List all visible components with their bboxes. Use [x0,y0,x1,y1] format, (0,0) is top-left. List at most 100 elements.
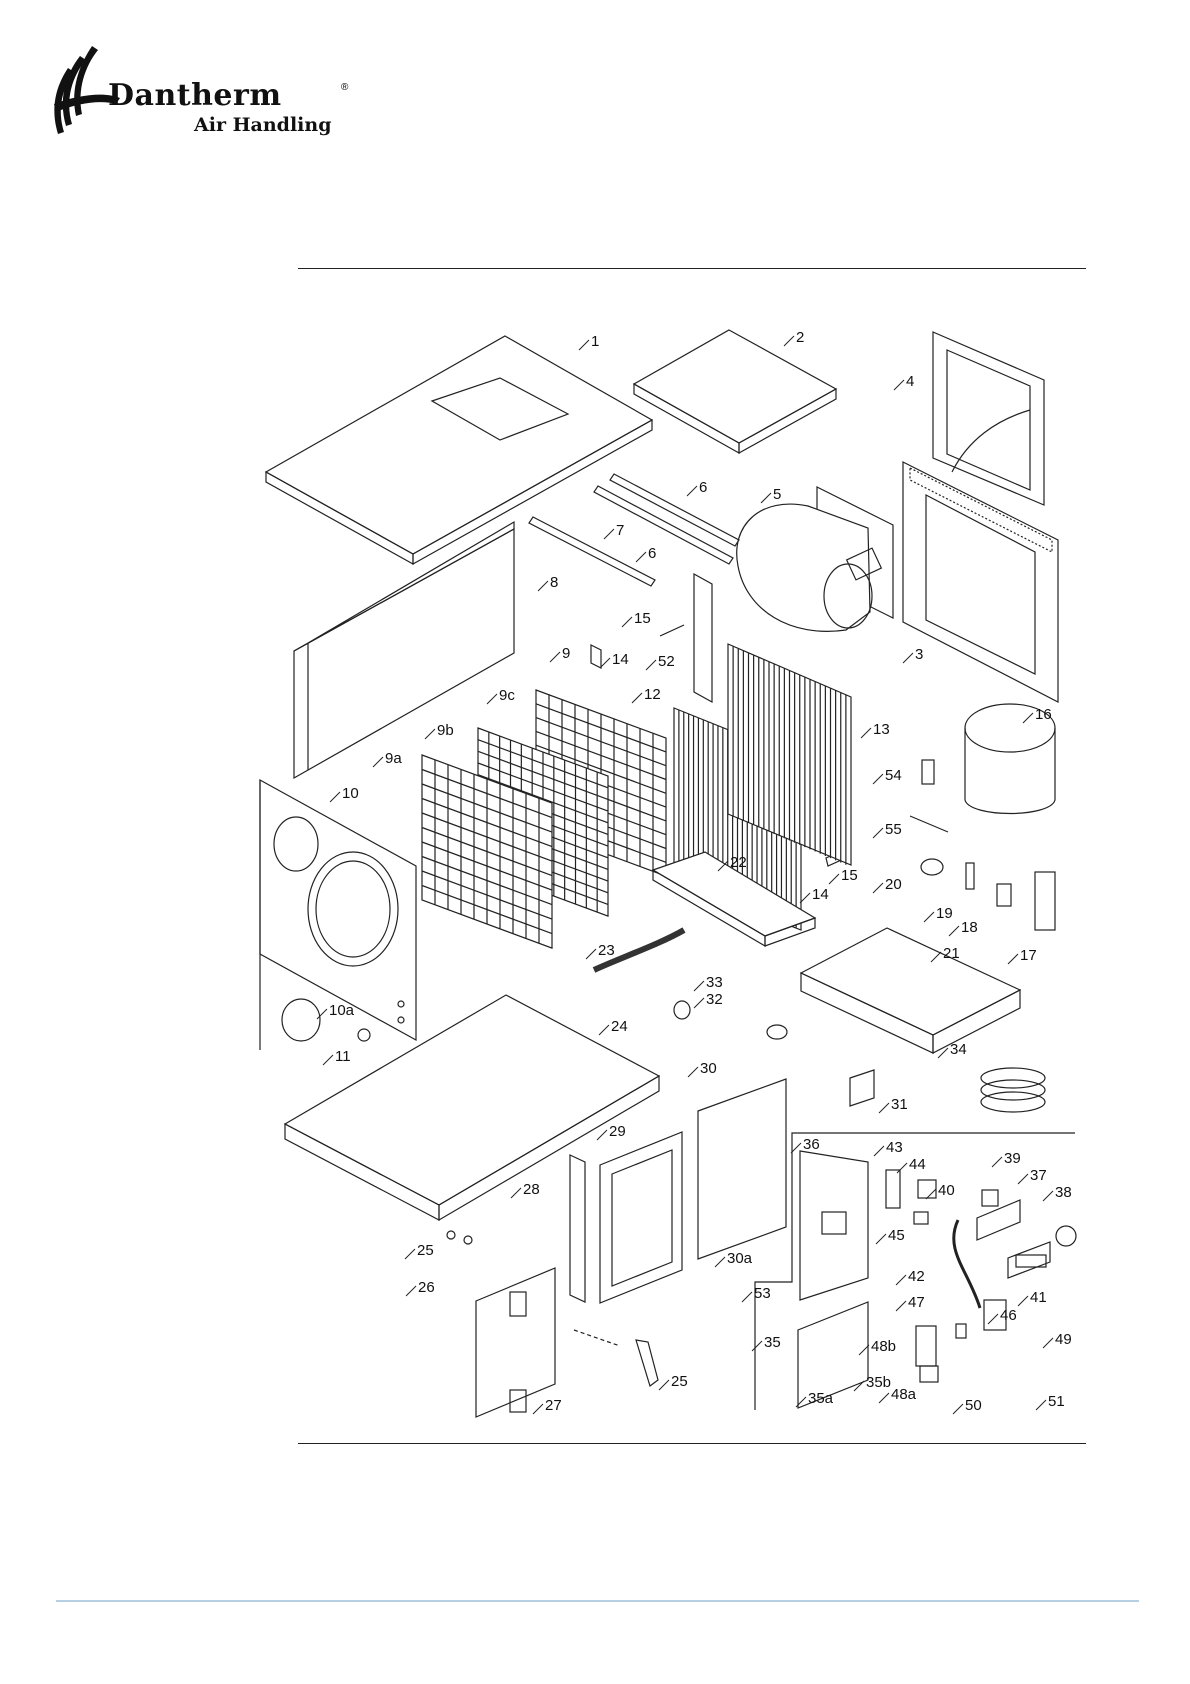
part-side-strip [570,1155,585,1302]
callout-leader [829,874,839,884]
callout-label: 53 [754,1285,771,1302]
callout-label: 15 [841,867,858,884]
callout-label: 1 [591,333,599,350]
part-bracket [694,574,712,702]
part-sensors [674,1001,787,1039]
callout-leader [896,1275,906,1285]
callout-label: 4 [906,373,914,390]
callout-label: 7 [616,522,624,539]
callout-label: 34 [950,1041,967,1058]
part-service-panel [698,1079,786,1259]
callout-label: 30 [700,1060,717,1077]
callout-label: 20 [885,876,902,893]
callout-leader [330,792,340,802]
callout-leader [879,1103,889,1113]
callout-leader [406,1286,416,1296]
callout-leader [511,1188,521,1198]
callout-label: 9 [562,645,570,662]
parts-drawing [260,330,1076,1417]
callout-leader [1018,1174,1028,1184]
callout-label: 48b [871,1338,896,1355]
callout-label: 29 [609,1123,626,1140]
callout-leader [694,998,704,1008]
part-filter-grids [422,690,666,948]
callout-label: 18 [961,919,978,936]
callout-leader [742,1292,752,1302]
callout-leader [533,1404,543,1414]
callout-label: 31 [891,1096,908,1113]
callout-label: 3 [915,646,923,663]
callout-label: 54 [885,767,902,784]
callout-leader [876,1234,886,1244]
callout-leader [874,1146,884,1156]
part-door [476,1268,555,1417]
callout-leader [752,1341,762,1351]
callout-label: 35 [764,1334,781,1351]
callout-label: 49 [1055,1331,1072,1348]
callout-label: 38 [1055,1184,1072,1201]
callout-leader [715,1257,725,1267]
callout-label: 16 [1035,706,1052,723]
callout-label: 14 [812,886,829,903]
callout-label: 23 [598,942,615,959]
callout-label: 17 [1020,947,1037,964]
part-base-plate [801,928,1020,1053]
callout-label: 8 [550,574,558,591]
callout-label: 6 [699,479,707,496]
callout-leader [784,336,794,346]
callout-label: 25 [417,1242,434,1259]
callout-label: 52 [658,653,675,670]
callout-label: 28 [523,1181,540,1198]
callout-leader [538,581,548,591]
callout-leader [894,380,904,390]
callout-leader [425,729,435,739]
callout-leader [873,883,883,893]
callout-leader [323,1055,333,1065]
callout-label: 33 [706,974,723,991]
part-panel-frame [600,1132,682,1303]
callout-label: 40 [938,1182,955,1199]
callout-label: 22 [730,854,747,871]
callout-label: 19 [936,905,953,922]
callout-label: 9c [499,687,515,704]
callout-label: 44 [909,1156,926,1173]
callout-label: 10a [329,1002,355,1019]
callout-leader [861,728,871,738]
callout-leader [636,552,646,562]
callout-label: 24 [611,1018,628,1035]
callout-leader [632,693,642,703]
callout-leader [659,1380,669,1390]
callout-label: 21 [943,945,960,962]
part-grommet-icon [358,1029,370,1041]
callout-label: 48a [891,1386,917,1403]
callout-label: 43 [886,1139,903,1156]
callout-label: 6 [648,545,656,562]
part-valves [910,760,948,832]
callout-label: 14 [612,651,629,668]
callout-label: 41 [1030,1289,1047,1306]
callout-leader [988,1314,998,1324]
callout-leader [1018,1296,1028,1306]
callout-leader [586,949,596,959]
callout-label: 46 [1000,1307,1017,1324]
callout-leader [924,912,934,922]
callout-leader [1008,954,1018,964]
callout-label: 2 [796,329,804,346]
callout-label: 11 [335,1048,351,1065]
callout-label: 50 [965,1397,982,1414]
callout-label: 47 [908,1294,925,1311]
callout-label: 30a [727,1250,753,1267]
callout-leader [688,1067,698,1077]
callout-leader [550,652,560,662]
part-control-panel [800,1151,868,1300]
callout-leader [646,660,656,670]
callout-leader [694,981,704,991]
callout-label: 15 [634,610,651,627]
callout-label: 12 [644,686,661,703]
callout-label: 36 [803,1136,820,1153]
callout-leader [405,1249,415,1259]
callout-leader [761,493,771,503]
part-blower [737,487,893,631]
part-top-cover [634,330,836,453]
